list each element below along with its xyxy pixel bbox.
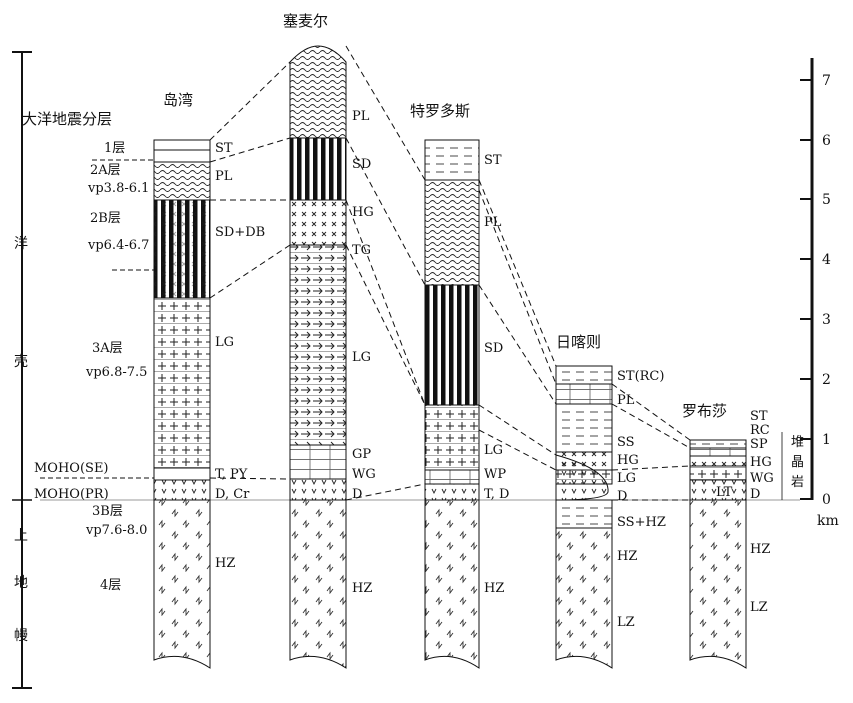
col2-label-wg: WG bbox=[352, 467, 376, 482]
column-1-title: 岛湾 bbox=[163, 91, 193, 109]
km-tick-3: 3 bbox=[822, 312, 831, 328]
column-luobusa: 罗布莎 ST RC SP HG WG LT D HZ LZ 堆 晶 岩 bbox=[682, 402, 804, 668]
col5-label-rc: RC bbox=[750, 423, 770, 438]
col3-label-td: T, D bbox=[484, 487, 509, 502]
column-troodos: 特罗多斯 ST PL SD LG WP T, D HZ bbox=[410, 102, 509, 668]
col4-label-strc: ST(RC) bbox=[617, 369, 664, 384]
layer-2b: 2B层 bbox=[90, 211, 121, 226]
col3-label-wp: WP bbox=[484, 467, 506, 482]
col5-label-st: ST bbox=[750, 409, 768, 424]
moho-se: MOHO(SE) bbox=[34, 461, 109, 476]
cumulate-label-1: 堆 bbox=[791, 435, 804, 450]
mantle-label-2: 地 bbox=[14, 575, 28, 591]
col4-label-lz: LZ bbox=[617, 615, 635, 630]
col1-label-dcr: D, Cr bbox=[215, 487, 250, 502]
col1-label-sddb: SD+DB bbox=[215, 225, 265, 240]
col1-label-st: ST bbox=[215, 141, 233, 156]
col1-label-tpy: T, PY bbox=[215, 467, 248, 482]
km-tick-2: 2 bbox=[822, 372, 831, 388]
layer-4: 4层 bbox=[100, 578, 121, 593]
km-tick-0: 0 bbox=[822, 492, 831, 508]
layer-2a: 2A层 bbox=[90, 163, 121, 178]
col1-label-pl: PL bbox=[215, 169, 233, 184]
km-unit: km bbox=[817, 513, 839, 529]
mantle-label-1: 上 bbox=[14, 528, 28, 544]
col5-label-lt: LT bbox=[716, 485, 733, 500]
layer-3a-vp: vp6.8-7.5 bbox=[85, 365, 147, 380]
col2-label-d: D bbox=[352, 487, 362, 502]
col4-label-ss: SS bbox=[617, 435, 635, 450]
col5-label-hz: HZ bbox=[750, 542, 770, 557]
col3-label-sd: SD bbox=[484, 341, 503, 356]
col4-label-lg: LG bbox=[617, 471, 636, 486]
col2-label-hz: HZ bbox=[352, 581, 372, 596]
layer-2a-vp: vp3.8-6.1 bbox=[87, 181, 149, 196]
col5-label-sp: SP bbox=[750, 437, 768, 452]
column-3-title: 特罗多斯 bbox=[410, 102, 470, 120]
crust-label-2: 壳 bbox=[14, 353, 28, 370]
km-tick-7: 7 bbox=[822, 73, 831, 89]
column-bay-of-islands: 岛湾 ST PL SD+DB LG T, PY D, Cr HZ bbox=[154, 91, 265, 668]
layer-1: 1层 bbox=[104, 141, 125, 156]
col2-label-sd: SD bbox=[352, 157, 371, 172]
layer-3b: 3B层 bbox=[92, 504, 123, 519]
column-2-title: 塞麦尔 bbox=[283, 12, 328, 30]
layer-2b-vp: vp6.4-6.7 bbox=[87, 238, 149, 253]
col3-label-lg: LG bbox=[484, 443, 503, 458]
col2-label-hg: HG bbox=[352, 205, 374, 220]
col2-label-lg: LG bbox=[352, 350, 371, 365]
seismic-layer-labels: 大洋地震分层 1层 2A层 vp3.8-6.1 2B层 vp6.4-6.7 3A… bbox=[22, 110, 154, 593]
col2-label-tg: TG bbox=[352, 243, 371, 258]
moho-pr: MOHO(PR) bbox=[34, 487, 109, 502]
col4-label-sshz: SS+HZ bbox=[617, 515, 666, 530]
col3-label-hz: HZ bbox=[484, 581, 504, 596]
col4-label-pl: PL bbox=[617, 393, 635, 408]
col5-label-wg: WG bbox=[750, 471, 774, 486]
column-semail: 塞麦尔 PL SD HG TG LG GP WG D HZ bbox=[283, 12, 376, 668]
col4-label-d: D bbox=[617, 489, 627, 504]
col1-label-hz: HZ bbox=[215, 556, 235, 571]
km-axis: 7 6 5 4 3 2 1 0 km bbox=[800, 58, 839, 529]
crust-label-1: 洋 bbox=[14, 236, 28, 252]
col1-label-lg: LG bbox=[215, 335, 234, 350]
layers-header: 大洋地震分层 bbox=[22, 110, 112, 128]
col2-label-pl: PL bbox=[352, 109, 370, 124]
col3-label-st: ST bbox=[484, 153, 502, 168]
col5-label-hg: HG bbox=[750, 455, 772, 470]
col5-label-d: D bbox=[750, 487, 760, 502]
col4-label-hg: HG bbox=[617, 453, 639, 468]
column-4-title: 日喀则 bbox=[556, 333, 601, 351]
km-tick-4: 4 bbox=[822, 252, 831, 268]
col2-label-gp: GP bbox=[352, 447, 371, 462]
col5-label-lz: LZ bbox=[750, 600, 768, 615]
km-tick-5: 5 bbox=[822, 192, 831, 208]
col4-label-hz: HZ bbox=[617, 549, 637, 564]
layer-3a: 3A层 bbox=[92, 341, 123, 356]
mantle-label-3: 幔 bbox=[14, 628, 28, 644]
km-tick-1: 1 bbox=[822, 432, 831, 448]
cumulate-label-3: 岩 bbox=[791, 475, 804, 490]
km-tick-6: 6 bbox=[822, 133, 831, 149]
left-axis: 洋 壳 上 地 幔 bbox=[12, 52, 32, 688]
layer-3b-vp: vp7.6-8.0 bbox=[85, 523, 147, 538]
column-5-title: 罗布莎 bbox=[682, 402, 727, 420]
cumulate-label-2: 晶 bbox=[791, 455, 804, 470]
